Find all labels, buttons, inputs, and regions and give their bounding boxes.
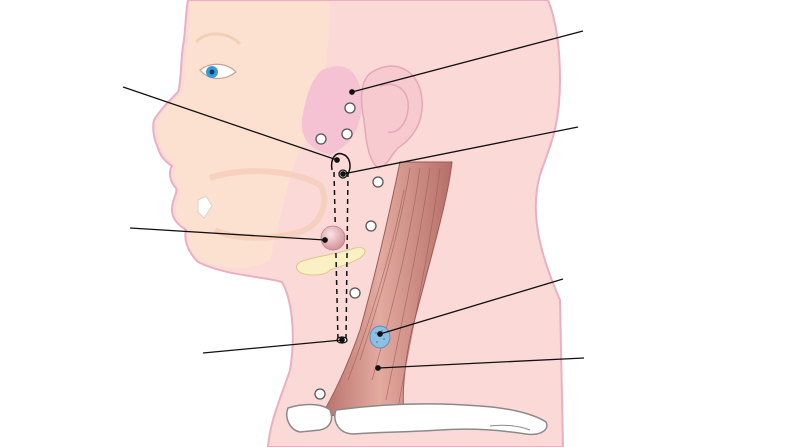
leader-lower-left [202,339,343,354]
leader-upper-left [122,86,338,161]
leader-top-right [351,30,584,93]
lymph-node [315,133,327,145]
leader-lines [122,30,585,371]
ear-inner [379,83,409,134]
leader-lower-right [377,357,585,369]
lymph-nodes [314,102,384,400]
submandibular-gland [320,225,346,251]
dashed-vessel [333,171,349,341]
lymph-node [344,102,356,114]
vessel-top-loop [330,152,351,175]
first-rib [286,403,333,433]
lymph-node [372,176,384,188]
teeth [197,195,213,219]
clavicle [334,403,548,436]
leader-lower-right-upper [379,278,564,335]
leader-mid-left [129,227,326,241]
eyebrow [194,32,242,46]
leader-mid-right [342,126,579,175]
lymph-node [365,220,377,232]
lymph-node [314,388,326,400]
ear [360,65,423,169]
clavicle-notch [489,424,531,431]
blue-lymph-cluster [369,325,391,349]
lymph-node [341,128,353,140]
muscle-fibres [347,167,441,409]
lymph-node [349,287,361,299]
mandible-outline [209,168,328,241]
